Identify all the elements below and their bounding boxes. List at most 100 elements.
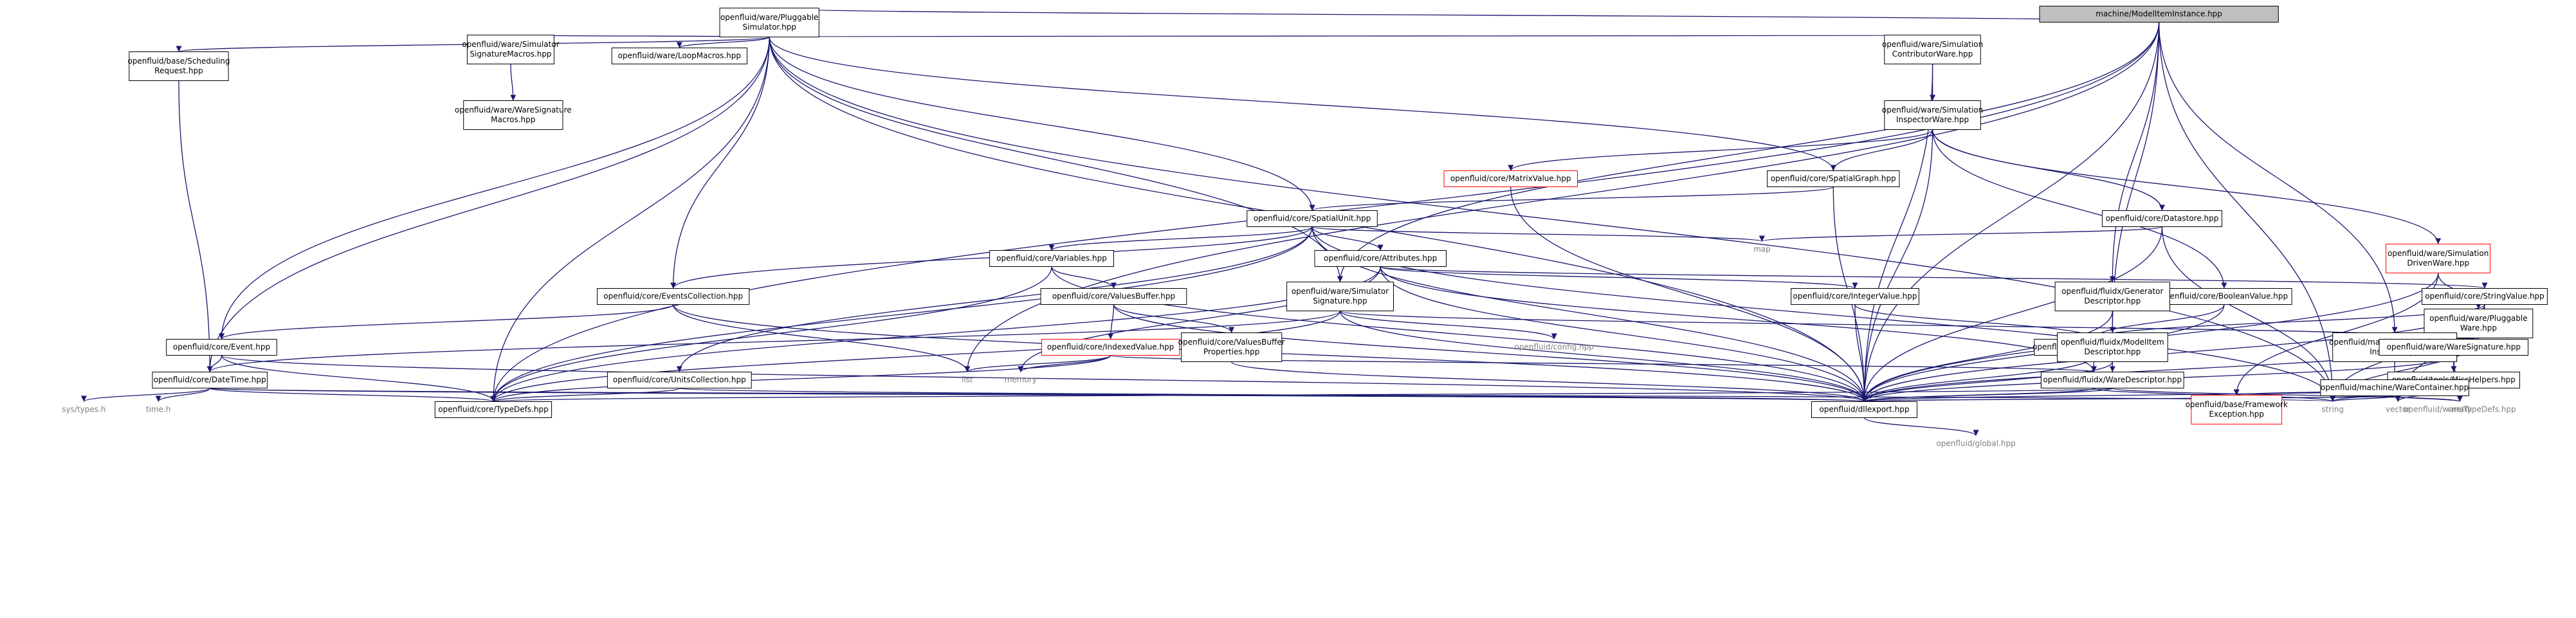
node-label: openfluid/ware/Simulation xyxy=(1882,40,1983,49)
node-datetime[interactable]: openfluid/core/DateTime.hpp xyxy=(152,372,268,388)
node-label: openfluid/fluidx/WareDescriptor.hpp xyxy=(2043,376,2182,385)
node-label: machine/ModelItemInstance.hpp xyxy=(2096,10,2222,19)
edge-ware_container-to-dllexport xyxy=(1862,395,2395,403)
node-ware_desc[interactable]: openfluid/fluidx/WareDescriptor.hpp xyxy=(2040,372,2184,388)
node-label: openfluid/ware/WareSignature.hpp xyxy=(2387,343,2521,352)
edge-datastore-to-string xyxy=(2161,226,2336,402)
node-label: openfluid/core/ValuesBuffer.hpp xyxy=(1052,292,1175,301)
node-box xyxy=(1791,288,1919,305)
edge-datetime-to-typedefs xyxy=(209,387,497,403)
node-events_coll[interactable]: openfluid/core/EventsCollection.hpp xyxy=(597,288,750,305)
node-datastore[interactable]: openfluid/core/Datastore.hpp xyxy=(2101,210,2222,227)
node-typedefs[interactable]: openfluid/core/TypeDefs.hpp xyxy=(434,401,553,418)
node-box xyxy=(1314,250,1447,267)
node-ware_typedefs: openfluid/ware/TypeDefs.hpp xyxy=(2404,405,2516,414)
node-box xyxy=(434,401,553,418)
node-label: openfluid/base/Framework xyxy=(2186,400,2288,409)
node-label: openfluid/core/EventsCollection.hpp xyxy=(603,292,743,301)
node-label: Exception.hpp xyxy=(2209,410,2264,419)
node-contrib_ware[interactable]: openfluid/ware/SimulationContributorWare… xyxy=(1882,35,1983,64)
edge-events_coll-to-list xyxy=(673,304,971,372)
node-map: map xyxy=(1753,245,1771,254)
node-values_buffer[interactable]: openfluid/core/ValuesBuffer.hpp xyxy=(1040,288,1187,305)
node-inspector_ware[interactable]: openfluid/ware/SimulationInspectorWare.h… xyxy=(1882,100,1983,130)
node-ware_signature[interactable]: openfluid/ware/WareSignature.hpp xyxy=(2379,339,2528,356)
node-spatial_unit[interactable]: openfluid/core/SpatialUnit.hpp xyxy=(1247,210,1378,227)
node-dllexport[interactable]: openfluid/dllexport.hpp xyxy=(1811,401,1917,418)
edge-dllexport-to-global xyxy=(1863,417,1979,437)
node-box xyxy=(166,339,277,356)
edge-plug_sim-to-event xyxy=(219,37,770,340)
node-label: openfluid/fluidx/ModelItem xyxy=(2061,338,2164,347)
node-sim_sig_macros[interactable]: openfluid/ware/SimulatorSignatureMacros.… xyxy=(462,35,560,64)
edge-plug_sim-to-sim_signature xyxy=(769,37,1343,282)
edge-ware_desc-to-dllexport xyxy=(1861,387,2113,403)
node-attributes[interactable]: openfluid/core/Attributes.hpp xyxy=(1314,250,1447,267)
edge-root-to-dllexport xyxy=(1861,22,2160,402)
edge-plug_sim-to-contrib_ware xyxy=(769,34,1933,41)
edge-spatial_unit-to-map xyxy=(1311,226,1765,242)
edge-sim_signature-to-typedefs xyxy=(490,311,1341,402)
node-label: openfluid/global.hpp xyxy=(1936,439,2015,448)
node-label: openfluid/machine/WareContainer.hpp xyxy=(2321,383,2469,392)
edge-sim_signature-to-datetime xyxy=(207,310,1341,373)
edge-attributes-to-dllexport xyxy=(1380,266,1867,402)
edge-plug_sim-to-loop_macros xyxy=(676,36,770,49)
node-box xyxy=(466,35,554,64)
edge-sim_signature-to-dllexport xyxy=(1339,311,1867,402)
node-label: openfluid/core/UnitsCollection.hpp xyxy=(613,376,746,385)
node-matrix_value[interactable]: openfluid/core/MatrixValue.hpp xyxy=(1443,170,1578,187)
edge-vb_props-to-dllexport xyxy=(1231,361,1867,403)
edge-datetime-to-sys_types xyxy=(81,387,210,403)
edge-inspector_ware-to-datastore xyxy=(1932,129,2165,211)
node-integer_value[interactable]: openfluid/core/IntegerValue.hpp xyxy=(1791,288,1919,305)
node-vb_props[interactable]: openfluid/core/ValuesBufferProperties.hp… xyxy=(1178,332,1285,362)
node-label: SignatureMacros.hpp xyxy=(470,50,551,59)
edge-inspector_ware-to-dllexport xyxy=(1861,129,1933,402)
node-event[interactable]: openfluid/core/Event.hpp xyxy=(166,339,277,356)
node-indexed_value[interactable]: openfluid/core/IndexedValue.hpp xyxy=(1041,339,1180,356)
edge-values_buffer-to-vb_props xyxy=(1113,304,1235,333)
node-label: openfluid/ware/Pluggable xyxy=(720,13,818,22)
node-string_value[interactable]: openfluid/core/StringValue.hpp xyxy=(2422,288,2548,305)
edge-simple_value-to-dllexport xyxy=(1861,355,2095,402)
node-root[interactable]: machine/ModelItemInstance.hpp xyxy=(2039,6,2279,23)
node-ware_container[interactable]: openfluid/machine/WareContainer.hpp xyxy=(2320,379,2469,396)
edge-layer xyxy=(81,7,2487,437)
node-box xyxy=(1286,282,1394,311)
node-label: openfluid/core/SpatialUnit.hpp xyxy=(1254,214,1371,223)
node-vector: vector xyxy=(2386,405,2410,414)
node-label: map xyxy=(1753,245,1771,254)
edge-values_buffer-to-indexed_value xyxy=(1108,304,1115,340)
node-label: openfluid/ware/Simulation xyxy=(1882,105,1983,114)
node-units_coll[interactable]: openfluid/core/UnitsCollection.hpp xyxy=(607,372,752,388)
node-label: InspectorWare.hpp xyxy=(1896,115,1969,124)
node-cmath: cmath xyxy=(2447,405,2472,414)
node-variables[interactable]: openfluid/core/Variables.hpp xyxy=(989,250,1114,267)
node-spatial_graph[interactable]: openfluid/core/SpatialGraph.hpp xyxy=(1767,170,1900,187)
node-loop_macros[interactable]: openfluid/ware/LoopMacros.hpp xyxy=(611,48,748,64)
node-box xyxy=(607,372,752,388)
node-label: openfluid/ware/Simulation xyxy=(2388,249,2489,258)
edge-sched_req-to-datetime xyxy=(178,80,213,372)
node-boolean_value[interactable]: openfluid/core/BooleanValue.hpp xyxy=(2156,288,2292,305)
edge-inspector_ware-to-boolean_value xyxy=(1932,129,2227,289)
node-label: openfluid/fluidx/Generator xyxy=(2061,287,2163,296)
edge-attributes-to-string_value xyxy=(1380,266,2487,289)
node-label: openfluid/core/TypeDefs.hpp xyxy=(438,405,548,414)
node-label: openfluid/ware/Simulator xyxy=(1292,287,1389,296)
node-label: openfluid/core/Event.hpp xyxy=(173,343,270,352)
edge-indexed_value-to-value xyxy=(1110,354,2096,373)
edge-spatial_unit-to-variables xyxy=(1048,226,1313,251)
node-box xyxy=(2379,339,2528,356)
